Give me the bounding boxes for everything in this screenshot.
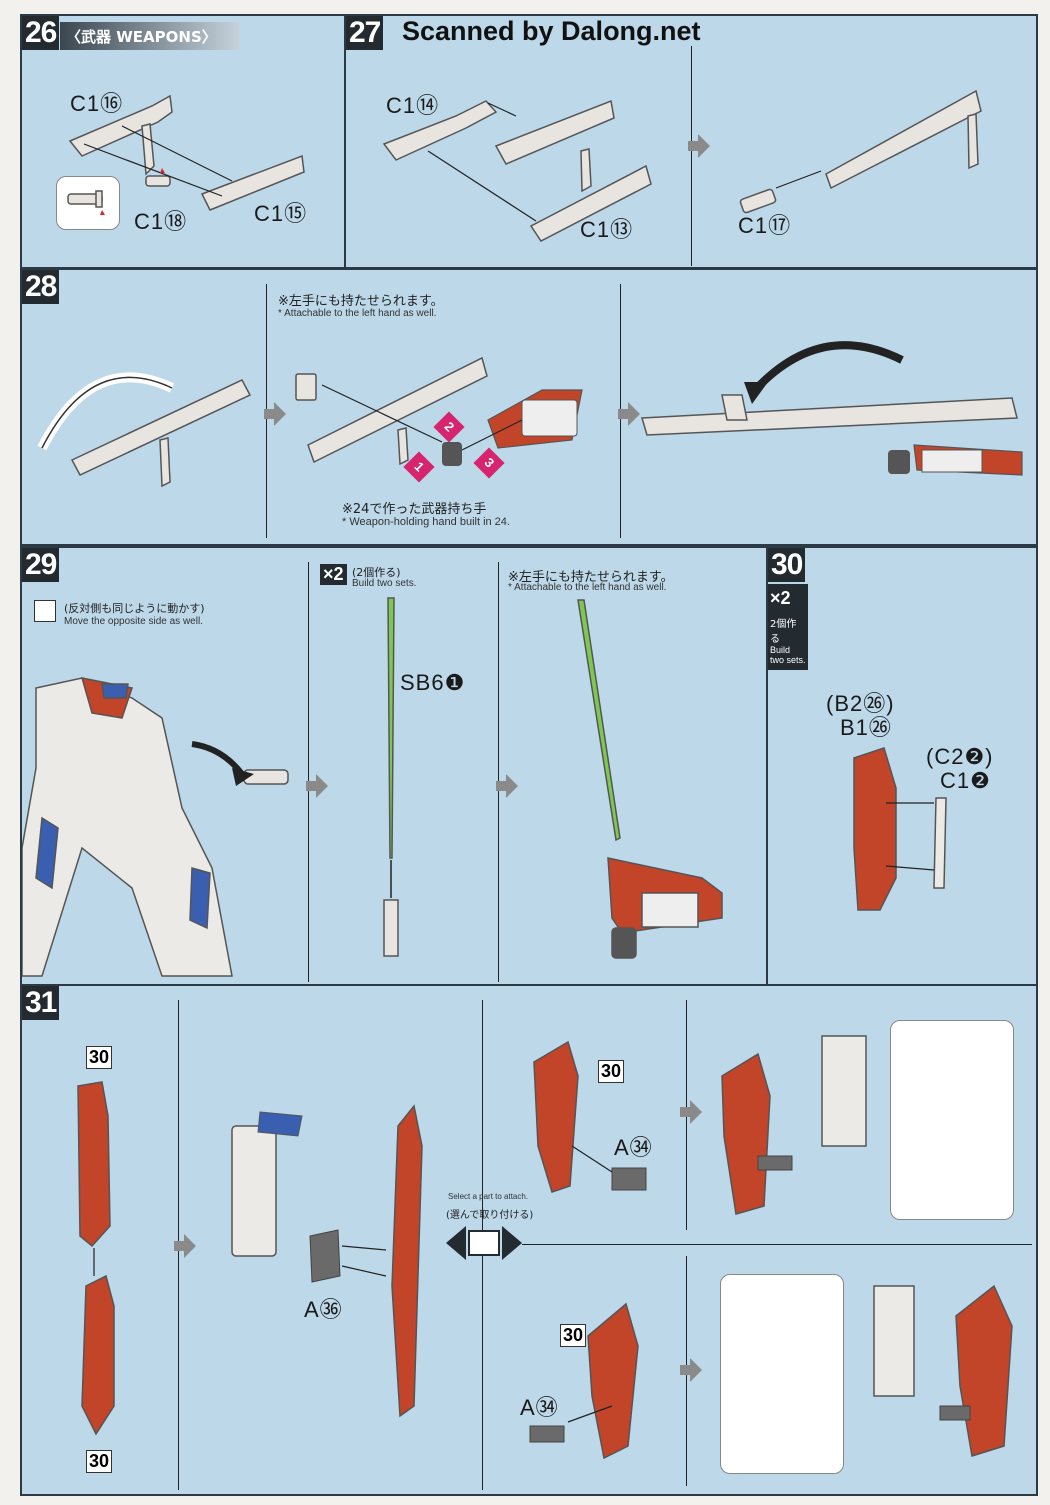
next-arrow (306, 774, 328, 798)
next-arrow (688, 134, 710, 158)
part-label: A㉞ (520, 1395, 559, 1420)
part-label: C1⑯ (70, 91, 124, 116)
step-31-panel: 31 30 30 30 30 A㊱ A㉞ A㉞ Select a part to… (20, 984, 1038, 1496)
opposite-note-jp: (反対側も同じように動かす) (64, 602, 205, 615)
title-jp: 〈武器 (66, 28, 112, 46)
note-jp: ※左手にも持たせられます。 (508, 570, 674, 585)
step-number: 29 (22, 548, 60, 582)
build-note-jp: 2個作る (770, 619, 797, 645)
build-two-box: ×2 2個作る Build two sets. (768, 584, 808, 670)
step-26-panel: 26 〈武器 WEAPONS〉 C1⑯ C1⑱ C1⑮ (20, 14, 346, 269)
step-number: 26 (22, 16, 60, 50)
part-label: SB6❶ (400, 670, 466, 695)
next-arrow (174, 1234, 196, 1258)
note-en: * Attachable to the left hand as well. (508, 582, 667, 593)
part-label: C1❷ (940, 768, 991, 793)
part-label: C1⑰ (738, 213, 792, 238)
next-arrow (264, 402, 286, 426)
opposite-note-en: Move the opposite side as well. (64, 616, 203, 627)
hand-note-jp: ※24で作った武器持ち手 (342, 502, 487, 517)
note-jp: ※左手にも持たせられます。 (278, 294, 444, 309)
part-label: (C2❷) (926, 744, 994, 769)
step-number: 30 (768, 548, 806, 582)
hand-note-en: * Weapon-holding hand built in 24. (342, 516, 510, 528)
shield-illustration (853, 747, 947, 911)
part-label: A㊱ (304, 1297, 343, 1322)
opposite-side-icon (34, 600, 56, 622)
watermark: Scanned by Dalong.net (402, 16, 701, 46)
note-en: * Attachable to the left hand as well. (278, 308, 437, 319)
detail-callout (720, 1274, 844, 1474)
step-ref-badge: 30 (598, 1060, 625, 1083)
part-label: B1㉖ (840, 715, 892, 740)
weapon-parts-illustration (67, 94, 305, 215)
part-label: C1⑬ (580, 217, 634, 242)
next-arrow (496, 774, 518, 798)
step-28-panel: 28 ※左手にも持たせられます。 * Attachable to the lef… (20, 268, 1038, 546)
weapon-assembly-illustration (382, 89, 982, 242)
select-option-icon (446, 1226, 522, 1260)
next-arrow (618, 402, 640, 426)
build-note-en: Build two sets. (352, 578, 417, 589)
weapon-hand-illustration (37, 341, 1023, 488)
step-number: 27 (346, 16, 384, 50)
select-note-jp: (選んで取り付ける) (446, 1210, 534, 1221)
next-arrow (680, 1358, 702, 1382)
part-label: C1⑱ (134, 209, 188, 234)
saber-illustration (22, 597, 723, 977)
shield-mount-illustration (77, 1035, 1013, 1460)
step-27-panel: 27 C1⑭ C1⑬ C1⑰ (344, 14, 1038, 269)
step-ref-badge: 30 (560, 1324, 587, 1347)
next-arrow (680, 1100, 702, 1124)
quantity-badge: ×2 (320, 564, 347, 585)
detail-callout (890, 1020, 1014, 1220)
build-note-en: Build two sets. (770, 645, 806, 665)
step-30-panel: 30 ×2 2個作る Build two sets. (B2㉖) B1㉖ (C2… (766, 546, 1038, 986)
step-number: 31 (22, 986, 60, 1020)
section-title: 〈武器 WEAPONS〉 (60, 22, 240, 50)
title-en: WEAPONS〉 (116, 28, 217, 46)
part-label: C1⑮ (254, 201, 308, 226)
step-number: 28 (22, 270, 60, 304)
part-label: C1⑭ (386, 93, 440, 118)
quantity-badge: ×2 (770, 588, 791, 608)
step-ref-badge: 30 (86, 1450, 113, 1473)
step-ref-badge: 30 (86, 1046, 113, 1069)
build-note-jp: (2個作る) (352, 566, 401, 579)
part-label: A㉞ (614, 1135, 653, 1160)
select-note-en: Select a part to attach. (448, 1192, 529, 1201)
step-29-panel: 29 (反対側も同じように動かす) Move the opposite side… (20, 546, 768, 986)
part-label: (B2㉖) (826, 691, 895, 716)
